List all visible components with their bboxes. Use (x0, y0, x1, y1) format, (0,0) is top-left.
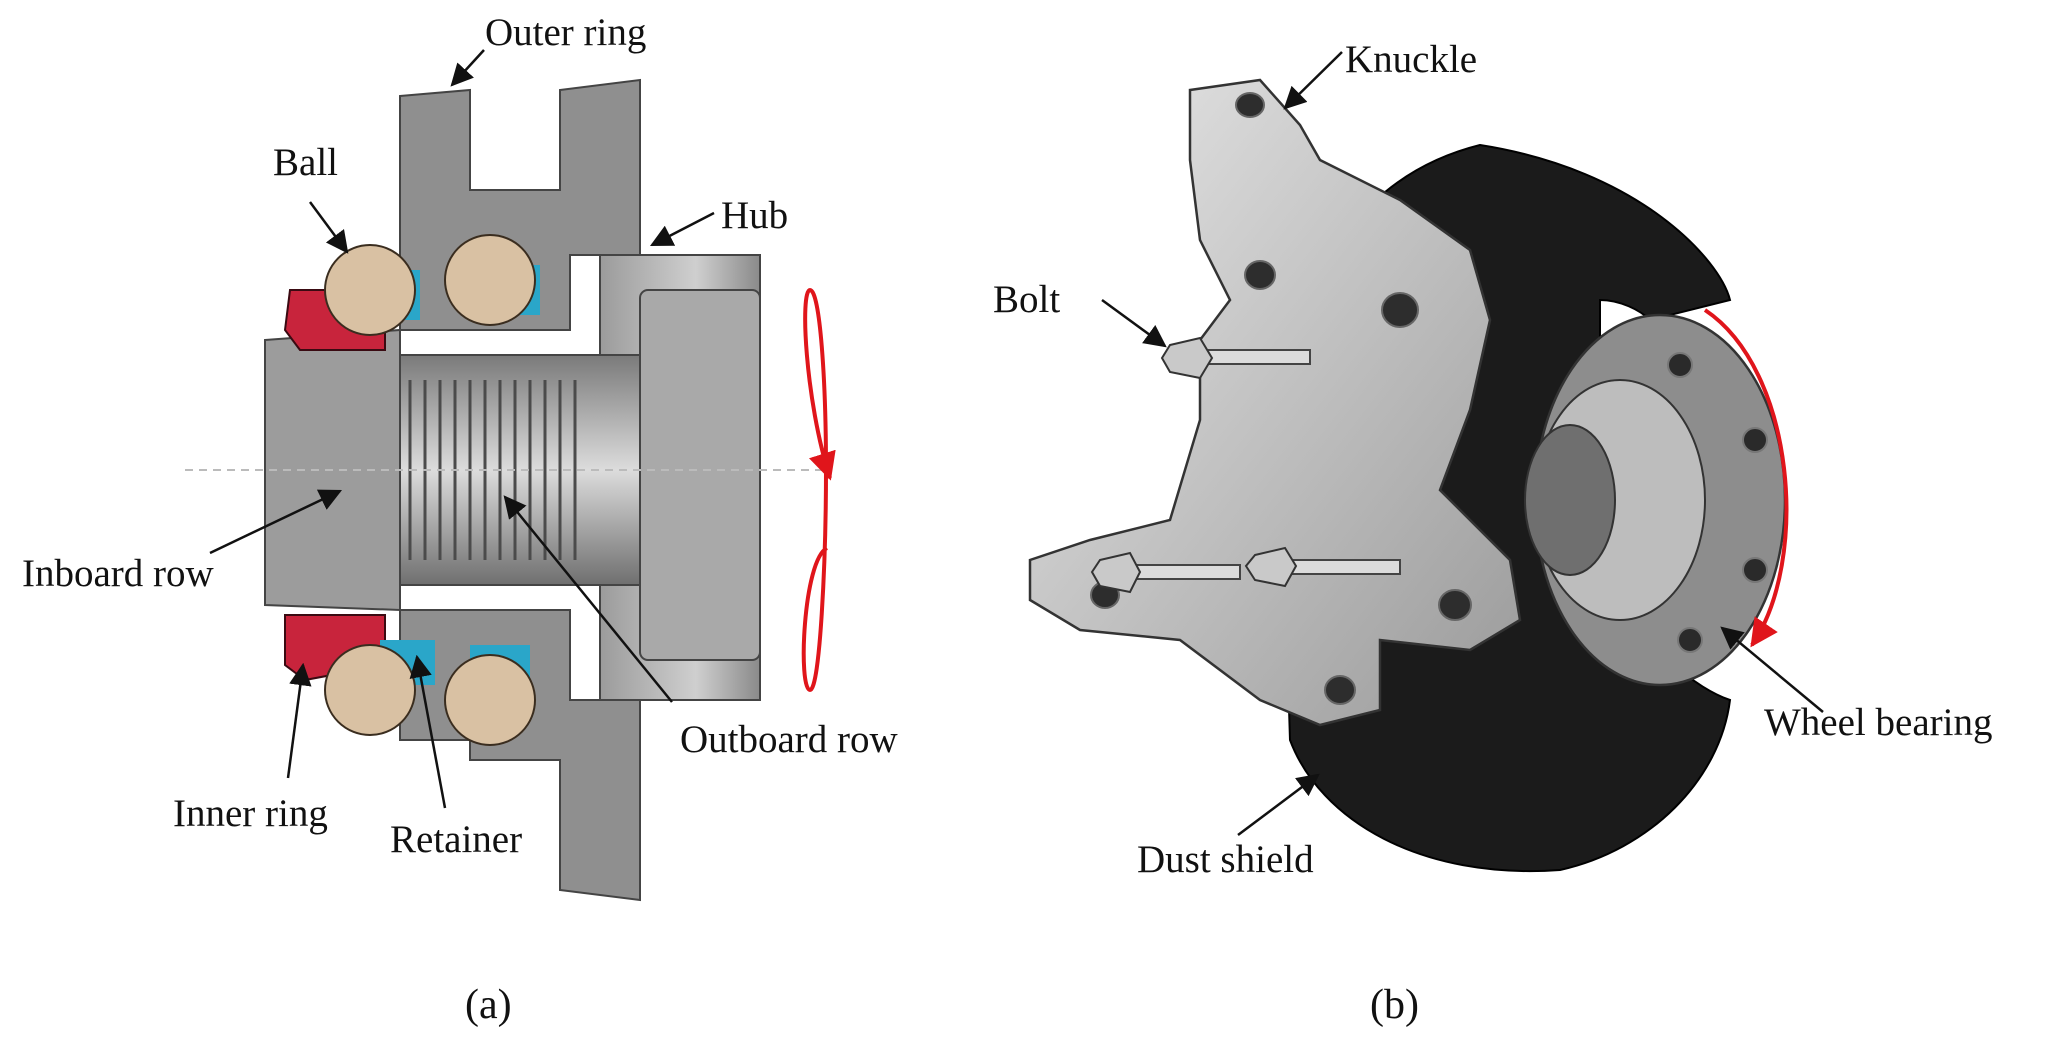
panel-a-leaders (209, 49, 715, 809)
ball-upper-outboard (444, 234, 536, 326)
label-inner-ring: Inner ring (173, 792, 328, 835)
label-dust-shield: Dust shield (1137, 838, 1314, 881)
label-outer-ring: Outer ring (485, 11, 646, 54)
label-ball: Ball (273, 141, 338, 184)
label-inboard-row: Inboard row (22, 552, 214, 595)
wheel-bearing-center (1524, 424, 1616, 576)
hub-cylinder (639, 289, 761, 661)
ball-upper-inboard (324, 244, 416, 336)
label-outboard-row: Outboard row (680, 718, 898, 761)
caption-a: (a) (465, 982, 512, 1028)
label-bolt: Bolt (993, 278, 1060, 321)
ball-lower-outboard (444, 654, 536, 746)
wheel-bolt-holes (1667, 352, 1768, 653)
label-knuckle: Knuckle (1345, 38, 1477, 81)
label-wheel-bearing: Wheel bearing (1764, 701, 1992, 744)
rotation-arrow-a (801, 287, 836, 693)
bolts (1090, 336, 1401, 594)
rotation-arrow-b (1703, 308, 1789, 648)
label-hub: Hub (721, 194, 788, 237)
ball-lower-inboard (324, 644, 416, 736)
panel-b-drawing (1028, 78, 1789, 873)
label-retainer: Retainer (390, 818, 522, 861)
panel-a-labels: Outer ring Ball Hub Inboard row Outboard… (22, 11, 898, 1028)
panel-b-leaders (1101, 51, 1824, 836)
panel-a-drawing (185, 78, 836, 902)
caption-b: (b) (1370, 982, 1419, 1028)
panel-b-labels: Knuckle Bolt Wheel bearing Dust shield (… (993, 38, 1992, 1028)
